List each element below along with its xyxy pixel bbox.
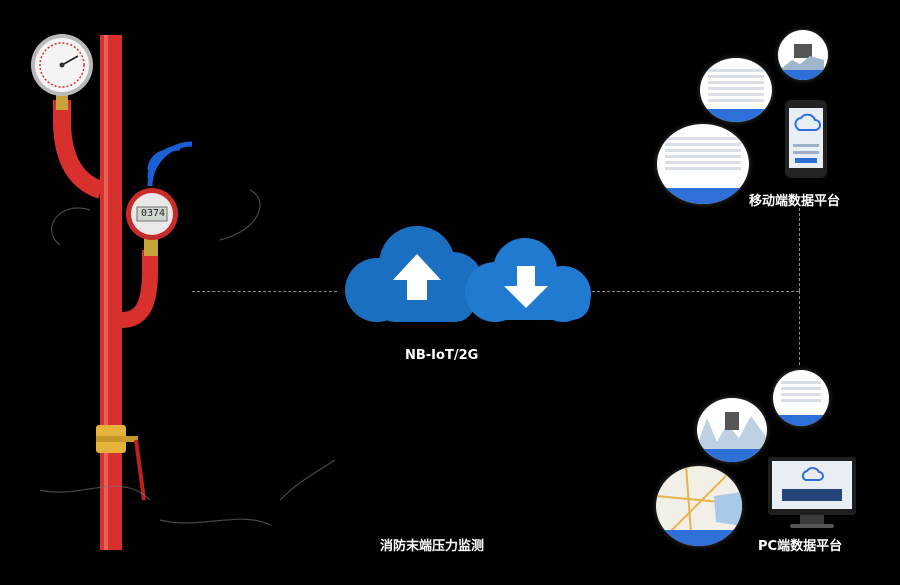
network-label: NB-IoT/2G: [405, 348, 479, 363]
connector-vertical-top: [799, 208, 800, 291]
sensor-branch-pipe: [120, 250, 158, 328]
download-arrow-icon: [504, 266, 548, 308]
gauge-branch-pipe: [53, 100, 105, 199]
analog-pressure-gauge: [31, 34, 93, 110]
pc-screen-table: [773, 370, 829, 426]
pc-screen-map: [656, 466, 742, 546]
connector-cloud-platforms: [592, 291, 799, 292]
cloud-logo-icon: [801, 467, 824, 481]
ball-valve: [96, 425, 146, 501]
cloud-logo-icon: [794, 113, 821, 131]
upload-arrow-icon: [393, 254, 441, 300]
mobile-platform-label: 移动端数据平台: [749, 194, 841, 209]
main-pipe: [100, 35, 122, 550]
wifi-signal-icon: [147, 141, 193, 187]
sensor-reading: 0374: [140, 208, 166, 219]
cloud-group: [345, 226, 591, 322]
pc-screen-chart: [697, 398, 767, 462]
connector-vertical-bottom: [799, 291, 800, 365]
connector-device-cloud: [192, 291, 337, 292]
pc-platform-label: PC端数据平台: [758, 539, 843, 554]
pc-monitor: [768, 457, 856, 515]
mobile-screen-chart: [778, 30, 828, 80]
device-label: 消防末端压力监测: [380, 539, 485, 554]
mobile-screen-realtime: [657, 124, 749, 204]
digital-pressure-sensor: [126, 188, 178, 256]
monitor-base: [790, 524, 834, 528]
mobile-screen-table: [700, 58, 772, 122]
monitor-stand: [800, 515, 824, 525]
tablet-device: [785, 100, 827, 178]
